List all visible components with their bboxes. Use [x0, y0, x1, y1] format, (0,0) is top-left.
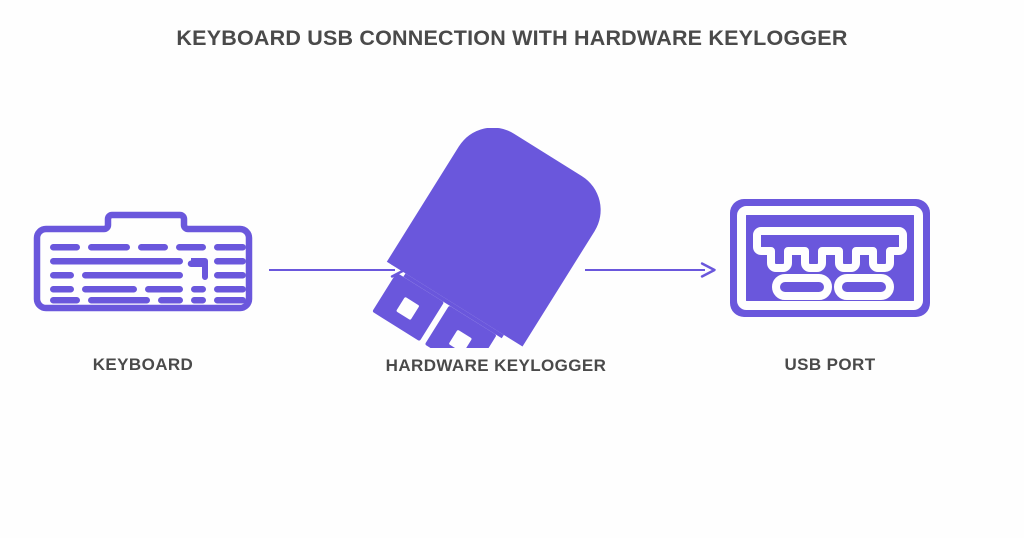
usb-port-icon	[730, 199, 930, 317]
diagram-title: KEYBOARD USB CONNECTION WITH HARDWARE KE…	[176, 26, 848, 50]
arrow-keylogger-to-usbport	[585, 262, 716, 278]
node-usbport-label: USB PORT	[784, 355, 876, 374]
usb-flash-drive-icon	[372, 128, 601, 348]
keyboard-icon	[33, 211, 253, 312]
node-keylogger: HARDWARE KEYLOGGER	[368, 128, 624, 390]
node-keyboard: KEYBOARD	[28, 205, 258, 385]
node-usbport: USB PORT	[714, 185, 946, 385]
node-keylogger-label: HARDWARE KEYLOGGER	[385, 356, 607, 375]
node-keyboard-label: KEYBOARD	[92, 355, 194, 374]
